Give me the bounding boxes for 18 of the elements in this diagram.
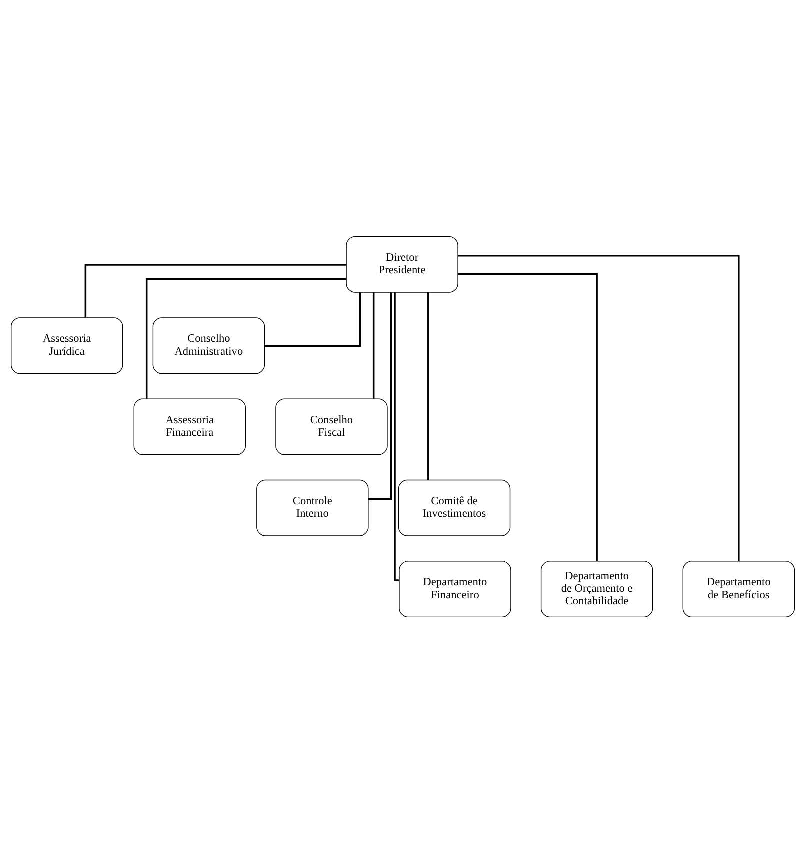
node-box: Conselho Administrativo — [152, 317, 266, 374]
node-box: Assessoria Financeira — [134, 398, 246, 455]
connector — [372, 292, 375, 398]
connector — [264, 292, 362, 347]
connector — [458, 272, 598, 561]
node-box: Assessoria Jurídica — [11, 317, 124, 374]
node-box: Departamento de Benefícios — [682, 560, 795, 618]
node-box: Diretor Presidente — [346, 236, 458, 292]
node-box: Departamento Financeiro — [399, 560, 512, 618]
connector — [428, 292, 430, 480]
connector — [458, 254, 740, 561]
node-box: Departamento de Orçamento e Contabilidade — [540, 560, 654, 618]
node-box: Controle Interno — [256, 479, 369, 536]
connector — [368, 292, 392, 500]
node-box: Comitê de Investimentos — [398, 479, 511, 536]
node-box: Conselho Fiscal — [276, 398, 388, 455]
connector — [146, 278, 346, 398]
connector — [84, 264, 346, 318]
